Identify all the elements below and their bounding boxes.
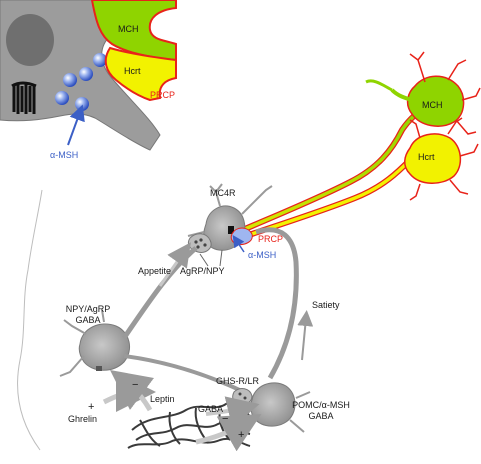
alpha-msh-vesicles bbox=[55, 53, 107, 111]
receptor-icon bbox=[11, 81, 37, 114]
gaba-label: GABA bbox=[198, 404, 224, 414]
pomc-axon bbox=[255, 227, 299, 380]
hcrt-neuron-label: Hcrt bbox=[418, 152, 435, 162]
prcp-label: PRCP bbox=[258, 234, 284, 244]
gaba-terminal bbox=[232, 388, 253, 405]
inset-prcp-label: PRCP bbox=[150, 90, 176, 100]
alpha-msh-label: α-MSH bbox=[248, 250, 277, 260]
hcrt-axon-outline bbox=[239, 155, 415, 241]
leptin-label: Leptin bbox=[150, 394, 175, 404]
ghsr-label: GHS-R/LR bbox=[216, 376, 260, 386]
inset-hcrt-terminal bbox=[104, 46, 177, 102]
mc4r-label: MC4R bbox=[210, 188, 236, 198]
leptin-arrow-npy bbox=[110, 369, 155, 412]
ventricle-outline bbox=[17, 189, 43, 451]
npy-agrp-label: NPY/AgRP GABA bbox=[58, 304, 118, 326]
satiety-label: Satiety bbox=[312, 300, 340, 310]
inset-alpha-msh-arrow bbox=[67, 104, 85, 146]
inset-panel bbox=[0, 0, 177, 165]
mch-neuron bbox=[365, 51, 481, 135]
ghrelin-arrow bbox=[102, 372, 156, 413]
npy-receptor-icon bbox=[96, 366, 102, 371]
inset-hcrt-label: Hcrt bbox=[124, 66, 141, 76]
appetite-label: Appetite bbox=[138, 266, 172, 276]
inset-mch-terminal bbox=[90, 0, 177, 62]
mc4r-blue-arrow bbox=[232, 235, 245, 253]
hcrt-axon bbox=[239, 156, 414, 240]
mch-axon bbox=[237, 103, 431, 234]
mch-neuron-label: MCH bbox=[422, 100, 443, 110]
hcrt-neuron bbox=[404, 117, 479, 201]
agrp-npy-label: AgRP/NPY bbox=[180, 266, 225, 276]
appetite-arrow bbox=[158, 242, 191, 287]
inset-mch-label: MCH bbox=[118, 24, 139, 34]
leptin-minus-sign: − bbox=[132, 379, 139, 391]
npy-agrp-label-line1: NPY/AgRP bbox=[65, 304, 111, 314]
agrp-arrow bbox=[199, 249, 223, 267]
pomc-label-line2: GABA bbox=[308, 411, 334, 421]
inset-nucleus bbox=[6, 14, 54, 66]
satiety-arrow bbox=[297, 310, 314, 361]
mc4r-receptor-icon bbox=[228, 226, 234, 234]
inset-alpha-msh-label: α-MSH bbox=[50, 150, 79, 160]
ghrelin-label: Ghrelin bbox=[68, 414, 98, 424]
gaba-inhibition-arrow bbox=[205, 396, 260, 428]
gaba-minus-sign: − bbox=[222, 413, 229, 425]
pomc-label: POMC/α-MSH GABA bbox=[284, 400, 358, 422]
ghrelin-plus-sign: + bbox=[88, 401, 95, 413]
prcp-terminal bbox=[230, 227, 253, 245]
pomc-label-line1: POMC/α-MSH bbox=[292, 400, 350, 410]
npy-agrp-label-line2: GABA bbox=[75, 315, 101, 325]
pomc-plus-sign: + bbox=[238, 429, 245, 441]
